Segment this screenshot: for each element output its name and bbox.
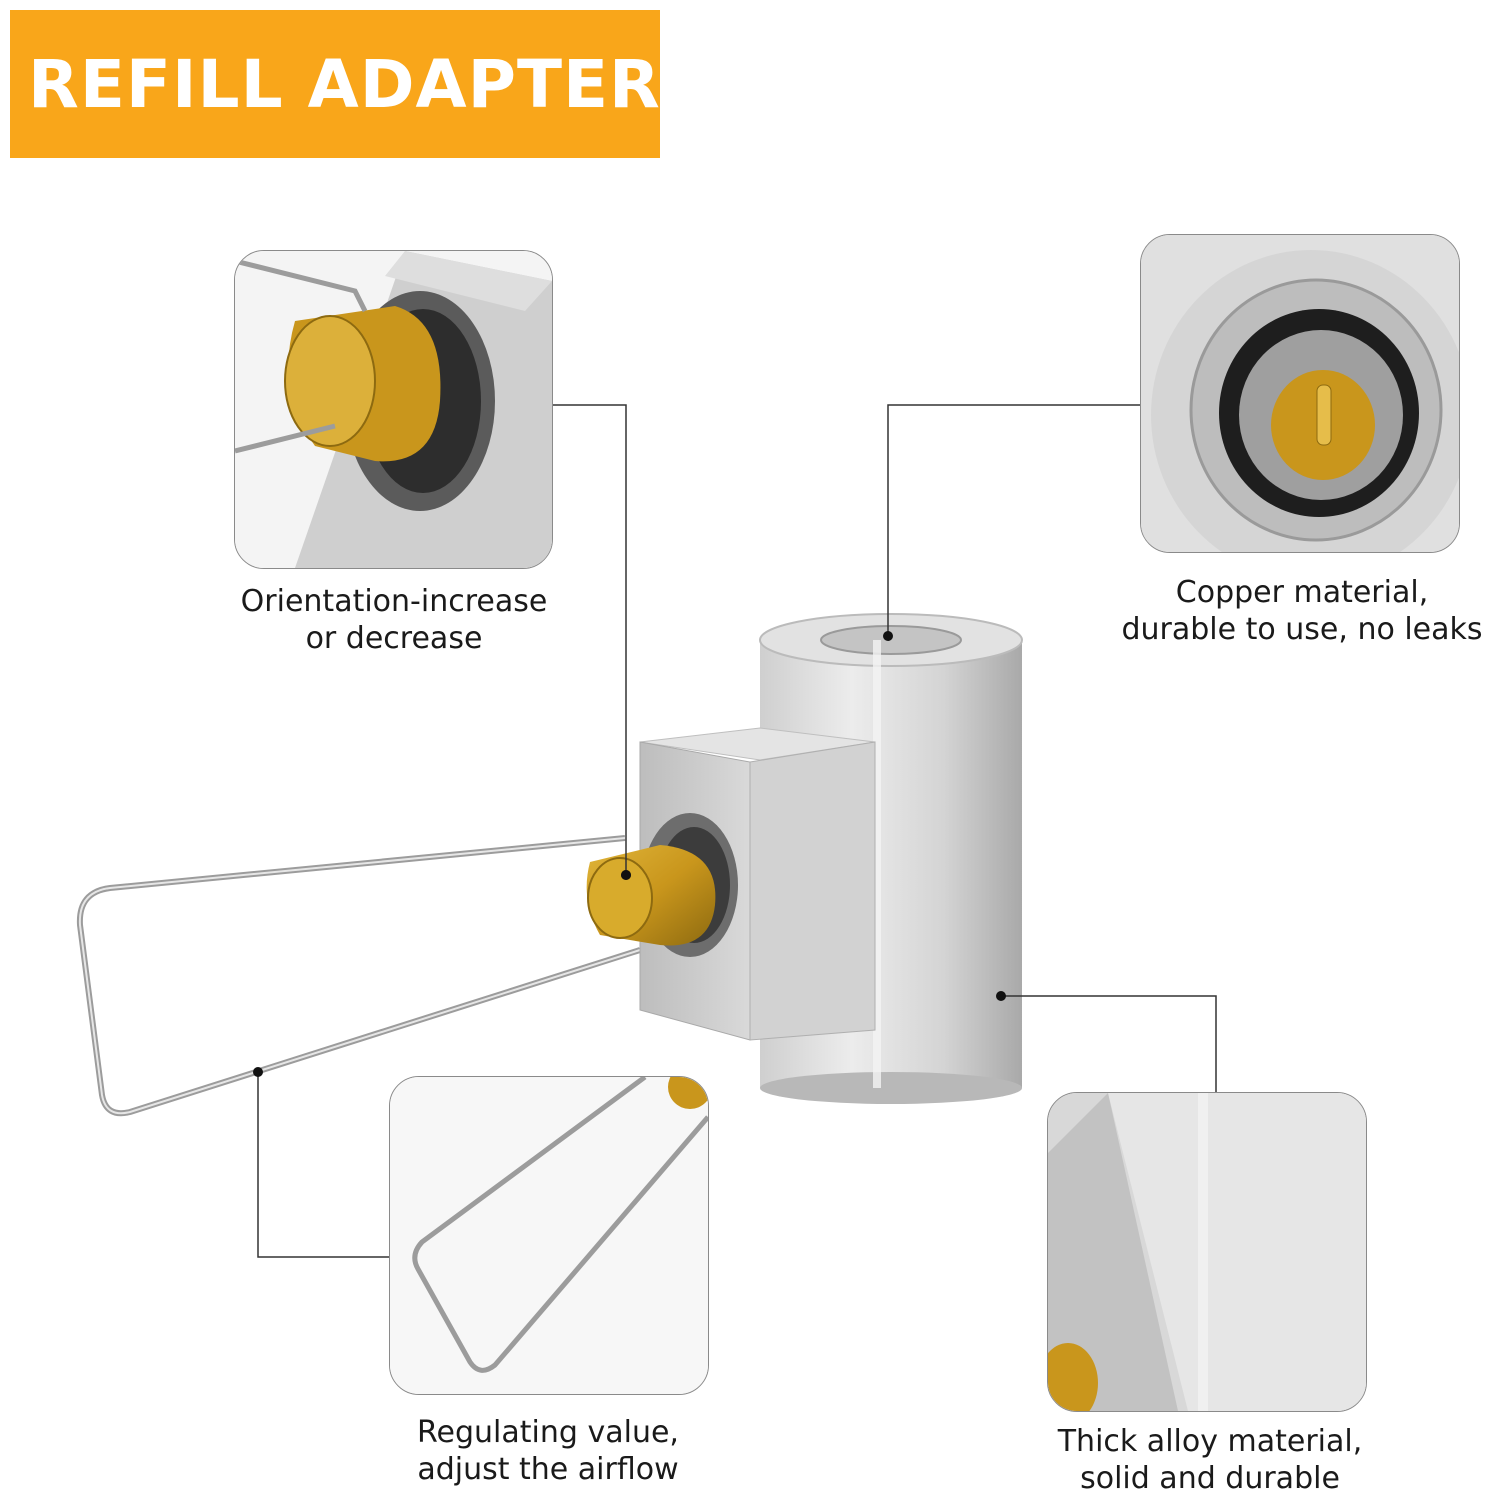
caption-line: Orientation-increase <box>240 584 548 619</box>
caption-line: or decrease <box>305 621 483 656</box>
caption-line: Thick alloy material, <box>1057 1424 1363 1459</box>
caption-alloy: Thick alloy material, solid and durable <box>1040 1423 1380 1497</box>
caption-line: Copper material, <box>1175 575 1429 610</box>
caption-line: adjust the airflow <box>417 1452 679 1487</box>
leader-lines <box>257 404 1217 1258</box>
caption-line: Regulating value, <box>417 1415 679 1450</box>
wire-handle <box>76 835 641 1117</box>
title-banner: REFILL ADAPTER <box>10 10 660 158</box>
caption-orientation: Orientation-increase or decrease <box>234 583 554 657</box>
inset-alloy-closeup <box>1047 1092 1367 1412</box>
caption-line: solid and durable <box>1080 1461 1340 1496</box>
caption-copper: Copper material, durable to use, no leak… <box>1112 574 1492 648</box>
inset-copper-closeup <box>1140 234 1460 553</box>
inset-knob-closeup <box>234 250 553 569</box>
banner-title: REFILL ADAPTER <box>28 45 661 123</box>
brass-knob <box>586 845 716 946</box>
caption-line: durable to use, no leaks <box>1121 612 1483 647</box>
inset-handle-closeup <box>389 1076 709 1395</box>
caption-regulating: Regulating value, adjust the airflow <box>398 1414 698 1488</box>
